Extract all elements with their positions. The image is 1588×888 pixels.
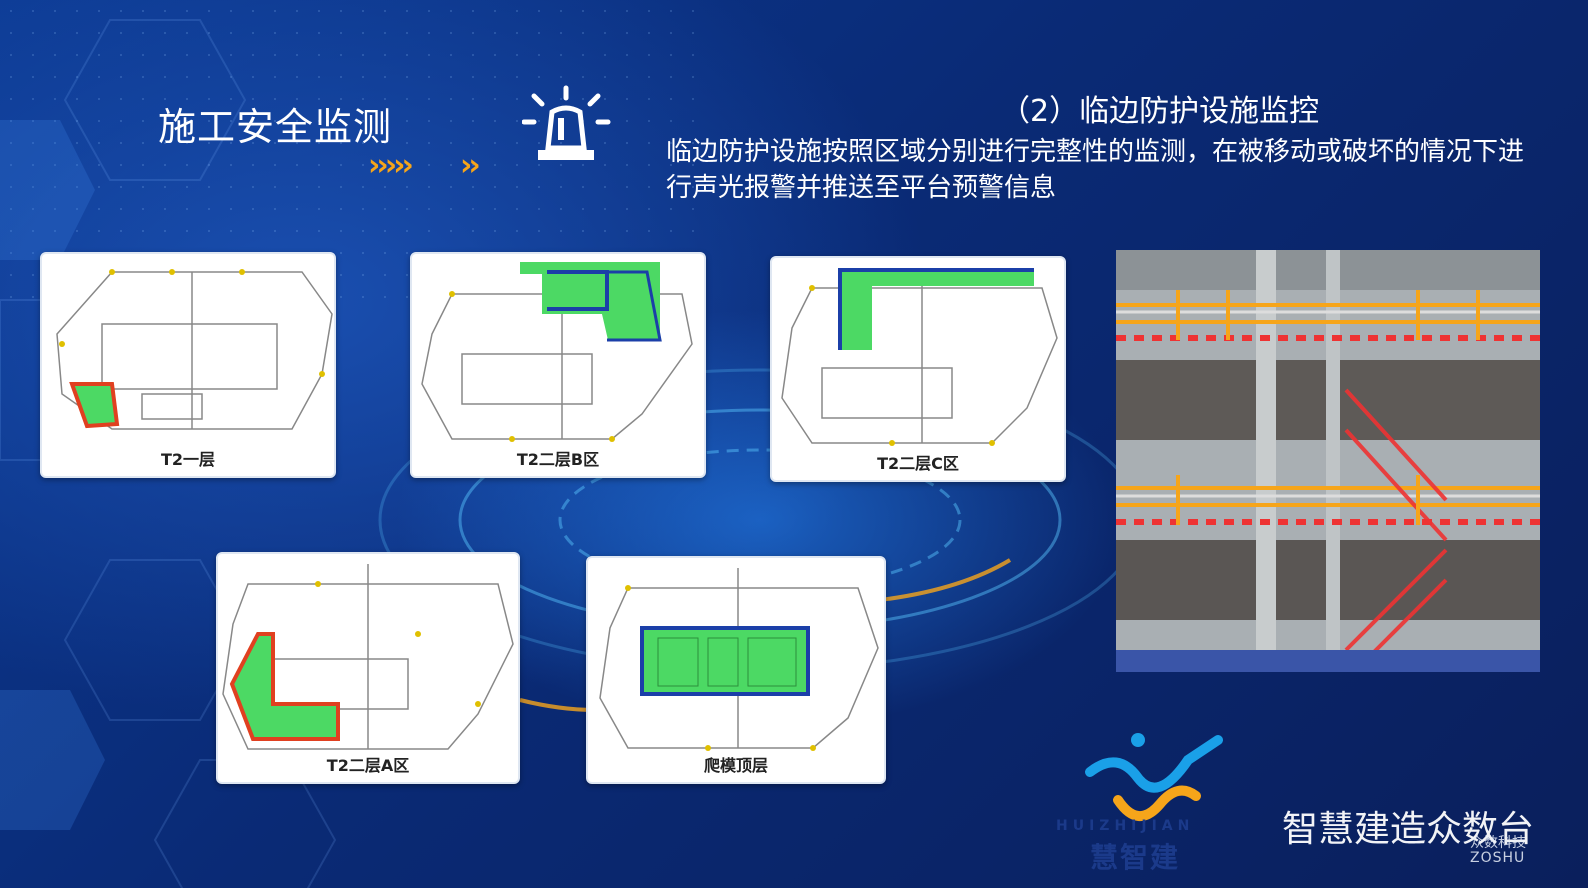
watermark-text: 智慧建造众数台 xyxy=(1282,809,1535,850)
watermark-small-cn: 众数科技 xyxy=(1470,835,1526,851)
floor-plan-caption: T2一层 xyxy=(160,450,216,469)
logo-english-text: HUIZHIJIAN xyxy=(1056,818,1195,834)
chevron-arrows-icon: ›› xyxy=(460,148,481,183)
floor-plan-card[interactable]: T2一层 xyxy=(40,252,336,478)
guardrail-site-photo xyxy=(1116,250,1540,672)
floor-plan-card[interactable]: 爬模顶层 xyxy=(586,556,886,784)
floor-plan-card[interactable]: T2二层C区 xyxy=(770,256,1066,482)
floor-plan-caption: T2二层A区 xyxy=(326,756,410,775)
floor-plan-drawing xyxy=(781,268,1058,446)
floor-plan-drawing xyxy=(56,269,333,430)
floor-plan-drawing xyxy=(421,262,693,442)
chevron-arrows-icon: ››››› xyxy=(368,148,414,183)
section-subtitle: （2）临边防护设施监控 xyxy=(1000,94,1320,129)
section-description: 临边防护设施按照区域分别进行完整性的监测，在被移动或破坏的情况下进行声光报警并推… xyxy=(666,137,1525,203)
page-title: 施工安全监测 xyxy=(158,105,393,149)
logo-chinese-text: 慧智建 xyxy=(1090,841,1181,874)
floor-plan-drawing xyxy=(599,568,879,751)
huizhijian-logo xyxy=(1085,733,1223,821)
floor-plan-card[interactable]: T2二层B区 xyxy=(410,252,706,478)
floor-plan-caption: T2二层B区 xyxy=(516,450,600,469)
floor-plan-card[interactable]: T2二层A区 xyxy=(216,552,520,784)
floor-plan-caption: T2二层C区 xyxy=(877,454,959,473)
watermark-small-en: ZOSHU xyxy=(1470,850,1526,866)
floor-plan-drawing xyxy=(222,564,514,750)
floor-plan-caption: 爬模顶层 xyxy=(703,756,768,775)
alarm-siren-icon xyxy=(522,85,611,160)
